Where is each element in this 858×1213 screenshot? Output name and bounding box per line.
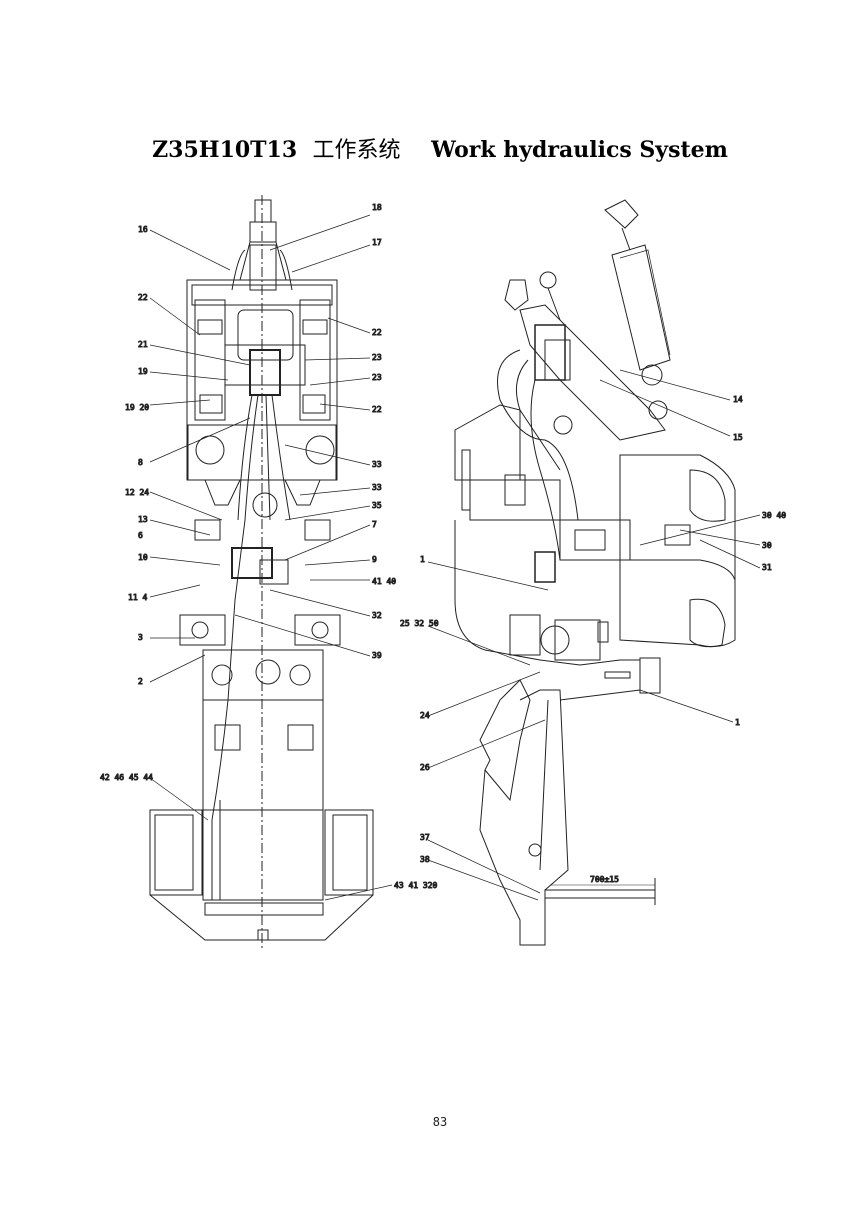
title-english: Work hydraulics System bbox=[431, 137, 728, 163]
callout-top-right-14: 39 bbox=[372, 651, 382, 660]
callout-top-left-2: 22 bbox=[138, 293, 148, 302]
title-model: Z35H10T13 bbox=[152, 137, 298, 163]
callout-top-right-13: 32 bbox=[372, 611, 382, 620]
callout-side-right-2: 15 bbox=[733, 433, 743, 442]
callout-top-right-2: 17 bbox=[372, 238, 382, 247]
callout-top-right-8: 33 bbox=[372, 483, 382, 492]
page-number: 83 bbox=[432, 1115, 448, 1129]
callout-side-left-2: 25 32 50 bbox=[400, 619, 439, 628]
callout-side-right-4: 30 bbox=[762, 541, 772, 550]
callout-top-right-11: 9 bbox=[372, 555, 377, 564]
callout-top-right-9: 35 bbox=[372, 501, 382, 510]
callout-top-left-12: 3 bbox=[138, 633, 143, 642]
callout-top-left-9: 6 bbox=[138, 531, 143, 540]
callout-top-left-1: 16 bbox=[138, 225, 148, 234]
page-title: Z35H10T13 工作系统 Work hydraulics System bbox=[0, 132, 858, 164]
callout-side-left-5: 37 bbox=[420, 833, 430, 842]
callout-top-right-12: 41 40 bbox=[372, 577, 396, 586]
callout-top-left-8: 13 bbox=[138, 515, 148, 524]
callout-top-right-10: 7 bbox=[372, 520, 377, 529]
callout-side-left-6: 38 bbox=[420, 855, 430, 864]
callout-top-left-13: 2 bbox=[138, 677, 143, 686]
callout-top-left-3: 21 bbox=[138, 340, 148, 349]
callout-top-right-7: 33 bbox=[372, 460, 382, 469]
callout-top-right-5: 23 bbox=[372, 373, 382, 382]
callout-side-left-1: 1 bbox=[420, 555, 425, 564]
callout-top-right-1: 18 bbox=[372, 203, 382, 212]
callout-top-left-10: 10 bbox=[138, 553, 148, 562]
callout-top-right-15: 43 41 320 bbox=[394, 881, 438, 890]
callout-top-left-7: 12 24 bbox=[125, 488, 149, 497]
callout-side-left-3: 24 bbox=[420, 711, 430, 720]
callout-top-right-4: 23 bbox=[372, 353, 382, 362]
top-view: 16 22 21 19 19 20 8 12 24 13 6 10 11 4 3… bbox=[100, 195, 438, 950]
callout-top-left-4: 19 bbox=[138, 367, 148, 376]
callout-top-right-3: 22 bbox=[372, 328, 382, 337]
callout-side-right-5: 31 bbox=[762, 563, 772, 572]
callout-top-left-6: 8 bbox=[138, 458, 143, 467]
callout-side-right-6: 1 bbox=[735, 718, 740, 727]
callout-top-left-14: 42 46 45 44 bbox=[100, 773, 153, 782]
callout-side-left-4: 26 bbox=[420, 763, 430, 772]
callout-side-right-1: 14 bbox=[733, 395, 743, 404]
callout-top-right-6: 22 bbox=[372, 405, 382, 414]
dimension-label: 700±15 bbox=[590, 875, 619, 884]
side-view: 14 15 30 40 30 31 1 1 25 32 50 24 26 37 … bbox=[400, 199, 787, 946]
callout-top-left-5: 19 20 bbox=[125, 403, 149, 412]
callout-top-left-11: 11 4 bbox=[128, 593, 147, 602]
title-chinese: 工作系统 bbox=[312, 138, 401, 163]
callout-side-right-3: 30 40 bbox=[762, 511, 786, 520]
